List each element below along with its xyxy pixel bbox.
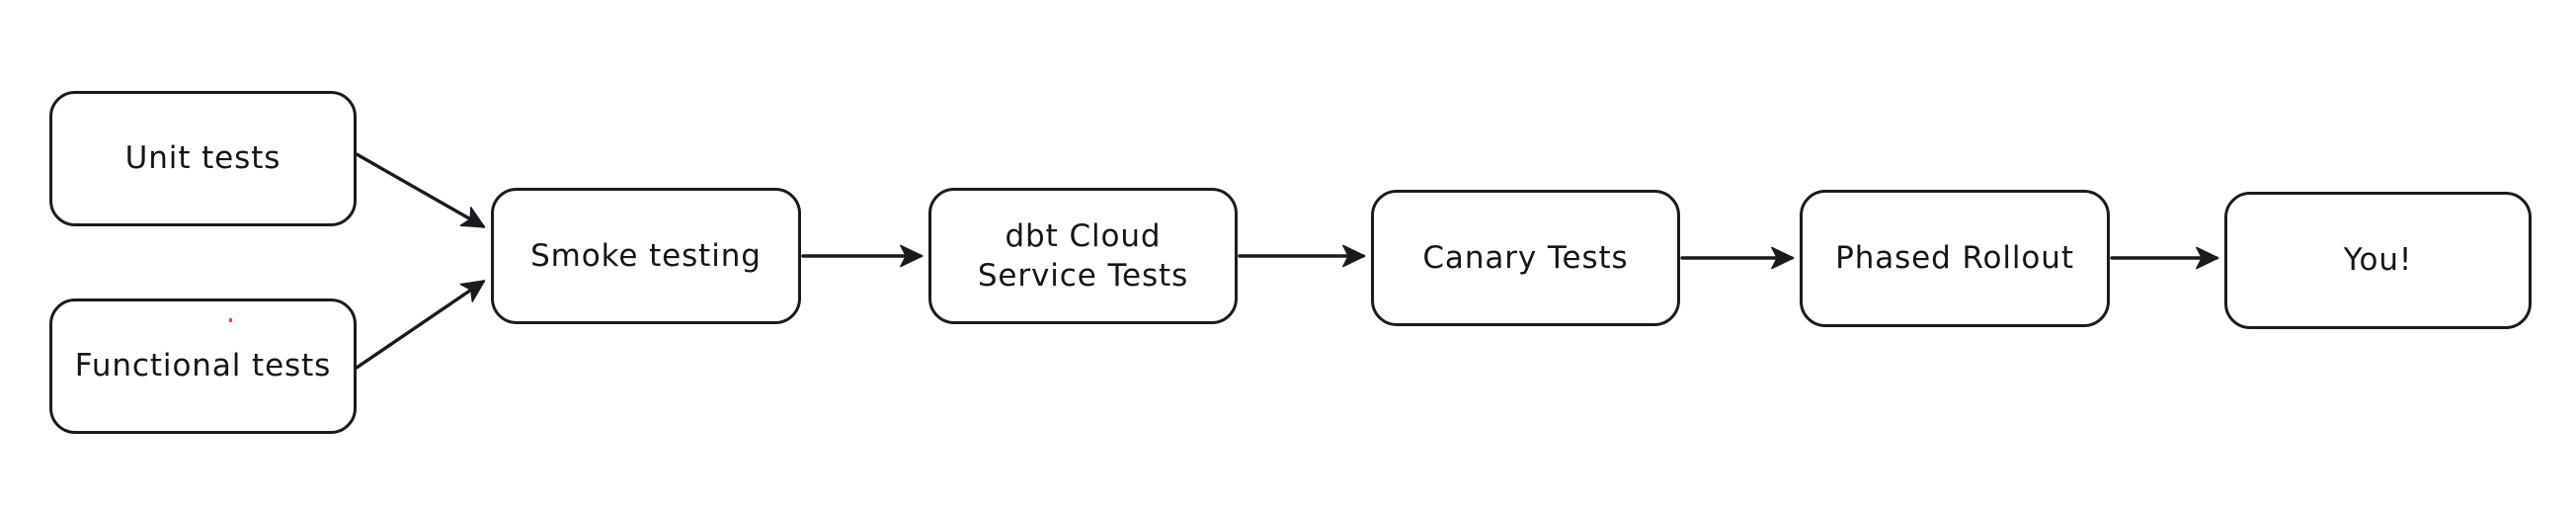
edge-unit-to-smoke <box>355 152 486 228</box>
node-label-smoke-testing: Smoke testing <box>530 237 762 274</box>
node-canary-tests[interactable]: Canary Tests <box>1371 190 1680 326</box>
node-you[interactable]: You! <box>2224 192 2532 329</box>
node-label-canary-tests: Canary Tests <box>1422 239 1629 276</box>
node-phased-rollout[interactable]: Phased Rollout <box>1800 190 2110 327</box>
node-label-dbt-cloud-service-tests: dbt Cloud Service Tests <box>977 217 1189 294</box>
stray-red-dot-artifact <box>229 318 232 322</box>
node-dbt-cloud-service-tests[interactable]: dbt Cloud Service Tests <box>928 188 1238 324</box>
node-label-you: You! <box>2343 242 2413 279</box>
node-unit-tests[interactable]: Unit tests <box>49 91 357 226</box>
edge-functional-to-smoke <box>355 280 486 370</box>
node-label-phased-rollout: Phased Rollout <box>1835 240 2074 277</box>
node-label-functional-tests: Functional tests <box>74 348 332 384</box>
node-functional-tests[interactable]: Functional tests <box>49 298 357 434</box>
node-smoke-testing[interactable]: Smoke testing <box>491 188 801 324</box>
node-label-unit-tests: Unit tests <box>124 140 282 177</box>
